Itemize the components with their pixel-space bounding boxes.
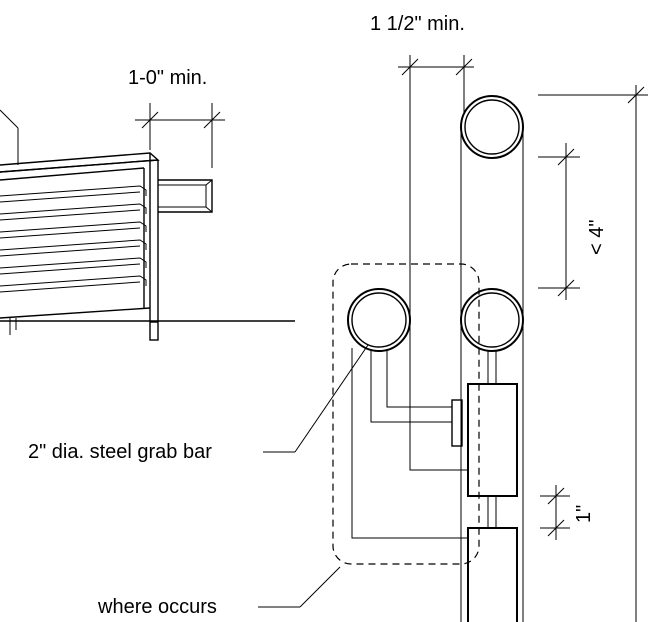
dimension-small: 1" (540, 485, 595, 540)
dim-left-label: 1-0" min. (128, 67, 207, 89)
bench-elevation (0, 109, 295, 341)
grab-bar-right (460, 288, 524, 384)
bench-post-foot (149, 321, 159, 341)
dimension-top: 1 1/2" min. (370, 13, 474, 345)
callout-grab-bar: 2" dia. steel grab bar (28, 344, 369, 463)
blocking (467, 383, 518, 622)
grab-bar-label: 2" dia. steel grab bar (28, 441, 212, 463)
wall-section (460, 125, 524, 622)
where-occurs-label: where occurs (97, 596, 217, 618)
grab-bar-bracket (351, 345, 468, 539)
dim-small-label: 1" (573, 505, 595, 523)
dimension-vertical: < 4" (538, 143, 608, 300)
wall-section-box (158, 179, 213, 213)
grab-bar-top (460, 95, 524, 159)
grab-bar-left (347, 288, 411, 352)
where-occurs-outline (332, 263, 480, 565)
dimension-overall (538, 85, 648, 622)
dimension-left: 1-0" min. (128, 67, 225, 168)
dim-top-label: 1 1/2" min. (370, 13, 465, 35)
callout-where-occurs: where occurs (97, 566, 341, 618)
dim-vertical-label: < 4" (586, 220, 608, 255)
bench-slats (0, 185, 147, 293)
